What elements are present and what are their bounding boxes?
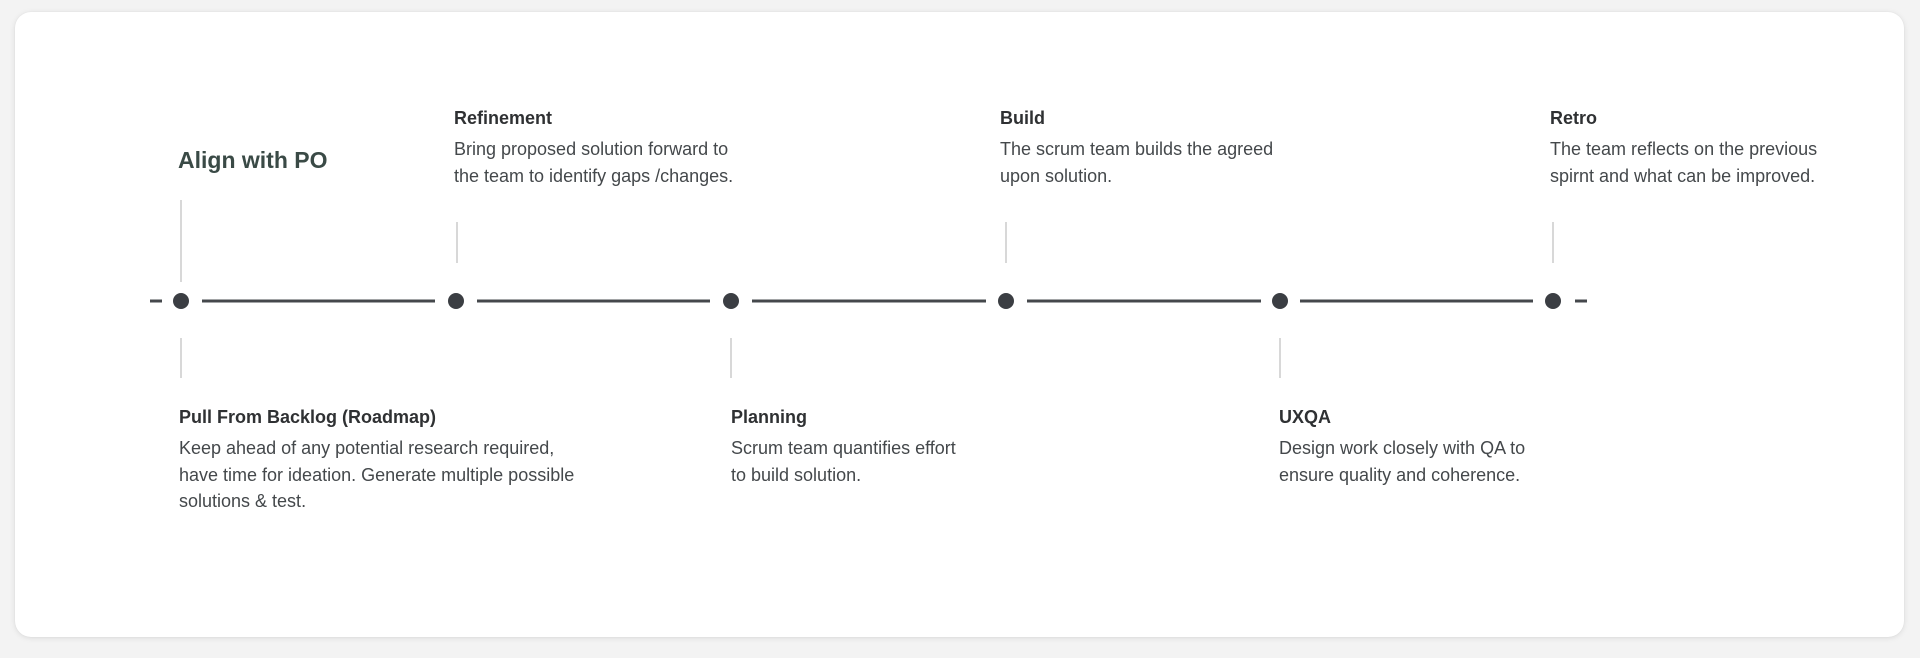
step-description: Bring proposed solution forward to the t… <box>454 136 914 189</box>
step-description: Scrum team quantifies effort to build so… <box>731 435 1191 488</box>
step-retro: Retro The team reflects on the previous … <box>1550 106 1890 189</box>
step-title: Planning <box>731 407 807 427</box>
lead-title: Align with PO <box>178 147 328 173</box>
step-pull-from-backlog: Pull From Backlog (Roadmap) Keep ahead o… <box>179 405 639 515</box>
timeline-node-4 <box>998 293 1014 309</box>
step-title: Build <box>1000 108 1045 128</box>
step-title: Retro <box>1550 108 1598 128</box>
step-build: Build The scrum team builds the agreed u… <box>1000 106 1460 189</box>
step-description-line: Design work closely with QA to <box>1279 438 1526 458</box>
timeline-node-3 <box>723 293 739 309</box>
step-title: Pull From Backlog (Roadmap) <box>179 407 437 427</box>
timeline-node-1 <box>173 293 189 309</box>
step-uxqa: UXQA Design work closely with QA to ensu… <box>1279 405 1739 488</box>
step-description-line: Bring proposed solution forward to <box>454 139 729 159</box>
step-description-line: Keep ahead of any potential research req… <box>179 438 555 458</box>
step-planning: Planning Scrum team quantifies effort to… <box>731 405 1191 488</box>
step-description-line: spirnt and what can be improved. <box>1550 165 1816 186</box>
step-refinement: Refinement Bring proposed solution forwa… <box>454 106 914 189</box>
timeline-node-2 <box>448 293 464 309</box>
timeline-card <box>15 12 1904 637</box>
step-description: Design work closely with QA to ensure qu… <box>1279 435 1739 488</box>
timeline-node-6 <box>1545 293 1561 309</box>
step-description-line: to build solution. <box>731 464 862 485</box>
step-description-line: solutions & test. <box>179 491 307 511</box>
step-description: Keep ahead of any potential research req… <box>179 435 639 515</box>
step-description-line: upon solution. <box>1000 165 1113 186</box>
timeline-node-5 <box>1272 293 1288 309</box>
step-description-line: have time for ideation. Generate multipl… <box>179 464 575 485</box>
step-description-line: the team to identify gaps /changes. <box>454 165 734 186</box>
step-description-line: ensure quality and coherence. <box>1279 464 1521 485</box>
step-description-line: The team reflects on the previous <box>1550 139 1818 159</box>
step-description-line: The scrum team builds the agreed <box>1000 139 1274 159</box>
step-title: UXQA <box>1279 407 1332 427</box>
step-description: The team reflects on the previous spirnt… <box>1550 136 1890 189</box>
step-description: The scrum team builds the agreed upon so… <box>1000 136 1460 189</box>
step-title: Refinement <box>454 108 553 128</box>
step-description-line: Scrum team quantifies effort <box>731 438 956 458</box>
